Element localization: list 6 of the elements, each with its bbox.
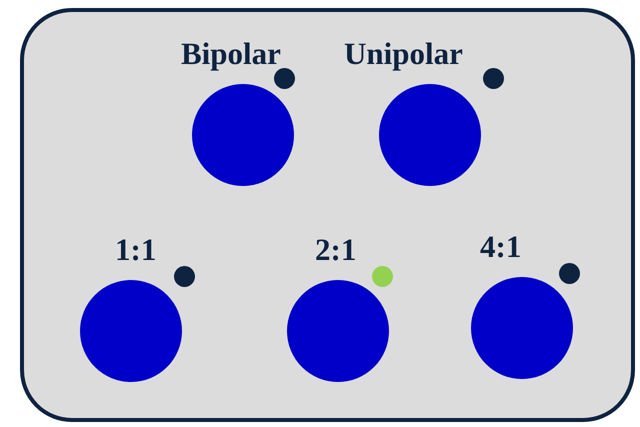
panel-background: [20, 8, 635, 422]
option-label: 2:1: [315, 232, 356, 268]
option-label: Bipolar: [181, 36, 281, 72]
option-label: Unipolar: [344, 36, 463, 72]
option-label: 4:1: [480, 229, 522, 265]
option-label: 1:1: [115, 232, 156, 268]
